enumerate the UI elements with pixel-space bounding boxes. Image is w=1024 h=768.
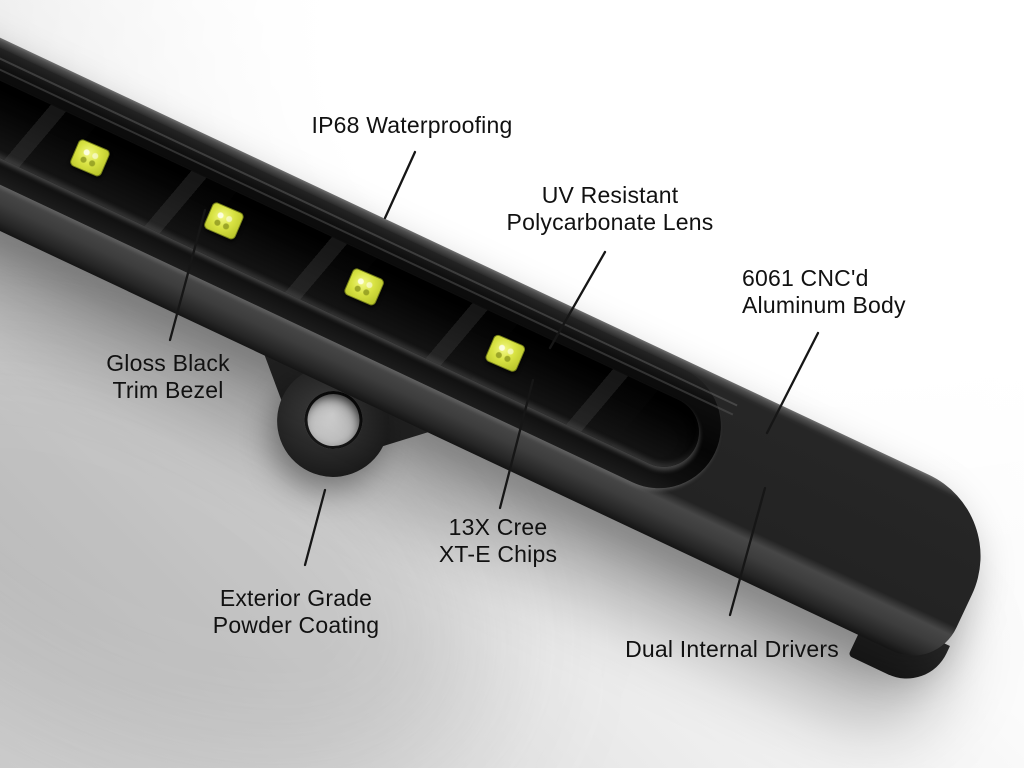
callout-trim-bezel-text: Trim Bezel — [112, 376, 224, 403]
callout-waterproofing-text: IP68 Waterproofing — [311, 112, 513, 138]
callout-trim-bezel-text: Gloss Black — [106, 350, 230, 376]
callout-cree-chips-text: XT-E Chips — [438, 540, 558, 567]
callout-aluminum-body-text: 6061 CNC'd — [742, 265, 869, 291]
callout-uv-lens-text: UV Resistant — [541, 182, 679, 208]
leader-line-waterproofing — [383, 150, 417, 220]
callout-uv-lens-text: Polycarbonate Lens — [506, 208, 714, 235]
callout-internal-drivers: Dual Internal Drivers — [625, 636, 839, 663]
led-chip — [202, 200, 246, 241]
led-chip — [68, 137, 112, 178]
callout-aluminum-body-text: Aluminum Body — [742, 291, 906, 318]
led-chip — [342, 266, 386, 307]
callout-waterproofing: IP68 Waterproofing — [312, 112, 513, 139]
callout-powder-coating-text: Powder Coating — [212, 611, 380, 638]
callout-powder-coating-text: Exterior Grade — [219, 585, 373, 611]
led-chip — [483, 333, 527, 374]
callout-internal-drivers-text: Dual Internal Drivers — [625, 636, 839, 662]
callout-cree-chips-text: 13X Cree — [448, 514, 548, 540]
